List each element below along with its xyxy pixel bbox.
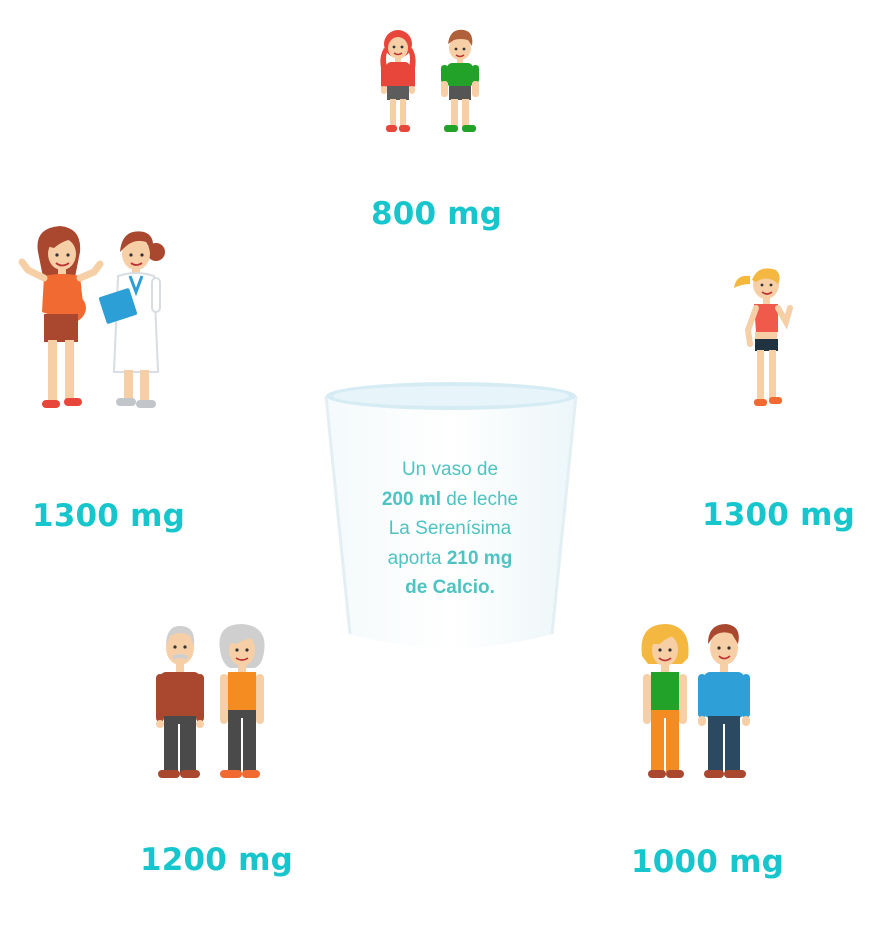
- elderly-man-icon: [156, 626, 204, 778]
- glass-calcium-label: de Calcio.: [405, 577, 495, 598]
- group-teen: [728, 262, 798, 412]
- pregnant-illustration: [18, 226, 165, 408]
- glass-line-4: aporta 210 mg: [350, 544, 550, 574]
- children-illustration: [380, 29, 479, 132]
- amount-teen: 1300 mg: [702, 497, 855, 533]
- teen-girl-icon: [734, 268, 793, 406]
- glass-line-2-rest: de leche: [441, 488, 519, 510]
- adult-man-icon: [698, 624, 750, 778]
- adults-illustration: [641, 624, 750, 778]
- group-pregnant: [14, 222, 174, 416]
- group-children: [370, 24, 490, 136]
- girl-icon: [380, 30, 416, 132]
- doctor-icon: [98, 231, 165, 408]
- pregnant-woman-icon: [18, 226, 104, 408]
- glass-line-3: La Serenísima: [388, 518, 512, 539]
- glass-illustration: [324, 382, 578, 648]
- glass-line-4-pre: aporta: [387, 547, 447, 569]
- boy-icon: [441, 29, 479, 132]
- amount-adults: 1000 mg: [631, 844, 784, 880]
- glass-line-2: 200 ml de leche: [350, 485, 550, 515]
- amount-children: 800 mg: [371, 196, 503, 232]
- amount-pregnant: 1300 mg: [32, 498, 185, 534]
- group-seniors: [150, 620, 275, 784]
- glass-caption: Un vaso de 200 ml de leche La Serenísima…: [350, 455, 550, 603]
- teen-illustration: [734, 268, 793, 406]
- elderly-woman-icon: [219, 624, 265, 778]
- seniors-illustration: [156, 624, 265, 778]
- amount-seniors: 1200 mg: [140, 842, 293, 878]
- glass-calcium-amount: 210 mg: [446, 547, 513, 569]
- group-adults: [634, 620, 756, 784]
- glass-volume: 200 ml: [381, 488, 442, 510]
- glass-line-1: Un vaso de: [401, 459, 499, 480]
- glass-line-5: de Calcio.: [350, 573, 550, 603]
- adult-woman-icon: [641, 624, 689, 778]
